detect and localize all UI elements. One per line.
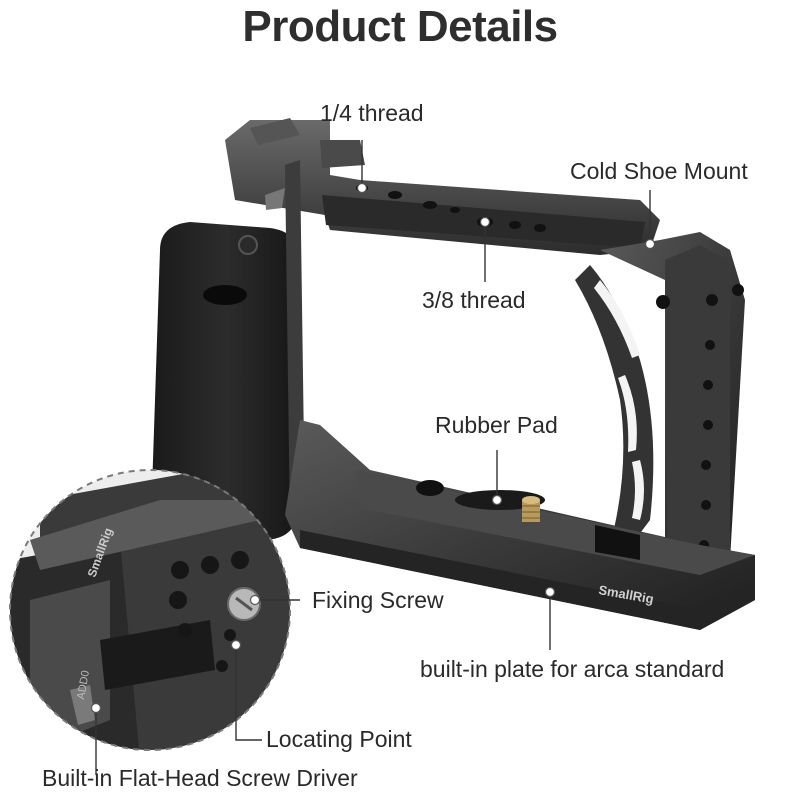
inner-arm-slot-3 <box>594 280 640 358</box>
callout-rubber-pad: Rubber Pad <box>435 412 558 438</box>
grip-hole <box>203 285 247 305</box>
callout-arca-plate: built-in plate for arca standard <box>420 656 725 682</box>
callout-three-eighths-thread: 3/8 thread <box>422 287 526 313</box>
callout-fixing-screw: Fixing Screw <box>312 587 444 613</box>
callout-screw-driver: Built-in Flat-Head Screw Driver <box>42 765 358 791</box>
base-hole <box>416 480 444 496</box>
right-frame-face <box>665 245 730 598</box>
callout-quarter-thread: 1/4 thread <box>320 100 424 126</box>
base-screw <box>522 496 540 522</box>
callout-lines <box>95 140 651 775</box>
page-title: Product Details <box>242 2 558 51</box>
callout-cold-shoe-mount: Cold Shoe Mount <box>570 158 748 184</box>
top-left-shoe <box>250 118 300 145</box>
top-knob <box>265 188 285 210</box>
base-block <box>595 525 640 560</box>
inner-arm-slot <box>618 375 637 452</box>
right-frame-holes <box>656 284 744 550</box>
top-right-block <box>320 140 365 168</box>
base-plate-top <box>355 470 755 575</box>
callout-locating-point: Locating Point <box>266 726 412 752</box>
inner-arm-slot-2 <box>632 460 644 520</box>
inner-arm <box>575 265 654 560</box>
rubber-grip <box>152 222 300 540</box>
zoom-inset: SmallRig ADD0 <box>9 469 291 751</box>
svg-text:ADD0: ADD0 <box>75 670 92 701</box>
callout-dots <box>90 182 656 714</box>
base-plate-front <box>300 530 755 630</box>
grip-screw <box>238 235 258 255</box>
